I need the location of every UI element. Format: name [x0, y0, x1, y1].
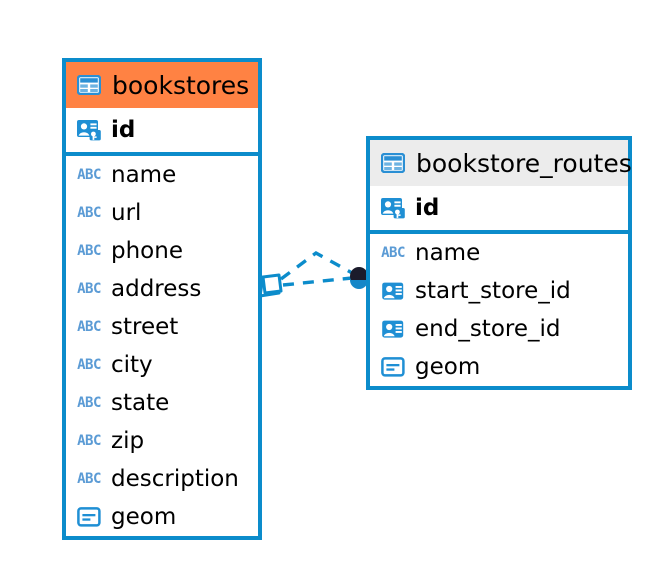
primary-key-icon — [75, 116, 103, 144]
abc-text-icon: ABC — [77, 167, 101, 183]
field-row[interactable]: end_store_id — [370, 310, 628, 348]
abc-text-icon: ABC — [77, 281, 101, 297]
abc-text-icon: ABC — [77, 205, 101, 221]
relationship-source-endpoint — [258, 273, 283, 298]
field-label: zip — [111, 427, 145, 454]
geometry-icon — [75, 503, 103, 531]
primary-key-section: id — [370, 186, 628, 234]
entity-table-bookstore-routes[interactable]: bookstore_routes — [366, 136, 632, 390]
field-label: name — [111, 161, 177, 188]
primary-key-section: id — [66, 108, 258, 156]
abc-text-icon: ABC — [77, 357, 101, 373]
abc-text-icon: ABC — [77, 319, 101, 335]
field-row[interactable]: ABC address — [66, 270, 258, 308]
field-row[interactable]: ABC zip — [66, 422, 258, 460]
field-label: id — [415, 194, 440, 221]
field-label: state — [111, 389, 170, 416]
table-icon — [75, 71, 103, 99]
abc-text-icon: ABC — [381, 245, 405, 261]
field-row[interactable]: ABC url — [66, 194, 258, 232]
field-row[interactable]: ABC phone — [66, 232, 258, 270]
field-label: description — [111, 465, 239, 492]
field-list-bookstore-routes: ABC name start_store_id — [370, 234, 628, 386]
field-label: city — [111, 351, 153, 378]
entity-title-label: bookstore_routes — [416, 148, 632, 178]
foreign-key-icon — [379, 315, 407, 343]
entity-header-bookstore-routes[interactable]: bookstore_routes — [370, 140, 632, 186]
geometry-icon — [379, 353, 407, 381]
field-label: street — [111, 313, 179, 340]
relationship-branch-arc — [279, 250, 355, 281]
field-row[interactable]: ABC state — [66, 384, 258, 422]
abc-text-icon: ABC — [77, 243, 101, 259]
field-label: url — [111, 199, 142, 226]
field-row[interactable]: geom — [370, 348, 628, 386]
field-row-id[interactable]: id — [66, 108, 258, 152]
field-row[interactable]: geom — [66, 498, 258, 536]
abc-text-icon: ABC — [77, 471, 101, 487]
field-row-id[interactable]: id — [370, 186, 628, 230]
field-row[interactable]: ABC description — [66, 460, 258, 498]
field-row[interactable]: ABC city — [66, 346, 258, 384]
field-list-bookstores: ABC name ABC url ABC phone ABC ad — [66, 156, 258, 536]
field-label: id — [111, 116, 136, 143]
abc-text-icon: ABC — [77, 433, 101, 449]
entity-header-bookstores[interactable]: bookstores — [66, 62, 258, 108]
relationship-branch-straight — [282, 276, 353, 287]
entity-title-label: bookstores — [112, 70, 250, 100]
field-row[interactable]: start_store_id — [370, 272, 628, 310]
field-label: geom — [111, 503, 177, 530]
field-row[interactable]: ABC name — [66, 156, 258, 194]
field-label: geom — [415, 353, 481, 380]
field-label: name — [415, 239, 481, 266]
entity-table-bookstores[interactable]: bookstores id — [62, 58, 262, 540]
abc-text-icon: ABC — [77, 395, 101, 411]
field-label: start_store_id — [415, 277, 571, 304]
field-label: end_store_id — [415, 315, 561, 342]
primary-key-icon — [379, 194, 407, 222]
foreign-key-icon — [379, 277, 407, 305]
table-icon — [379, 149, 407, 177]
field-row[interactable]: ABC name — [370, 234, 628, 272]
field-label: address — [111, 275, 202, 302]
field-row[interactable]: ABC street — [66, 308, 258, 346]
field-label: phone — [111, 237, 183, 264]
